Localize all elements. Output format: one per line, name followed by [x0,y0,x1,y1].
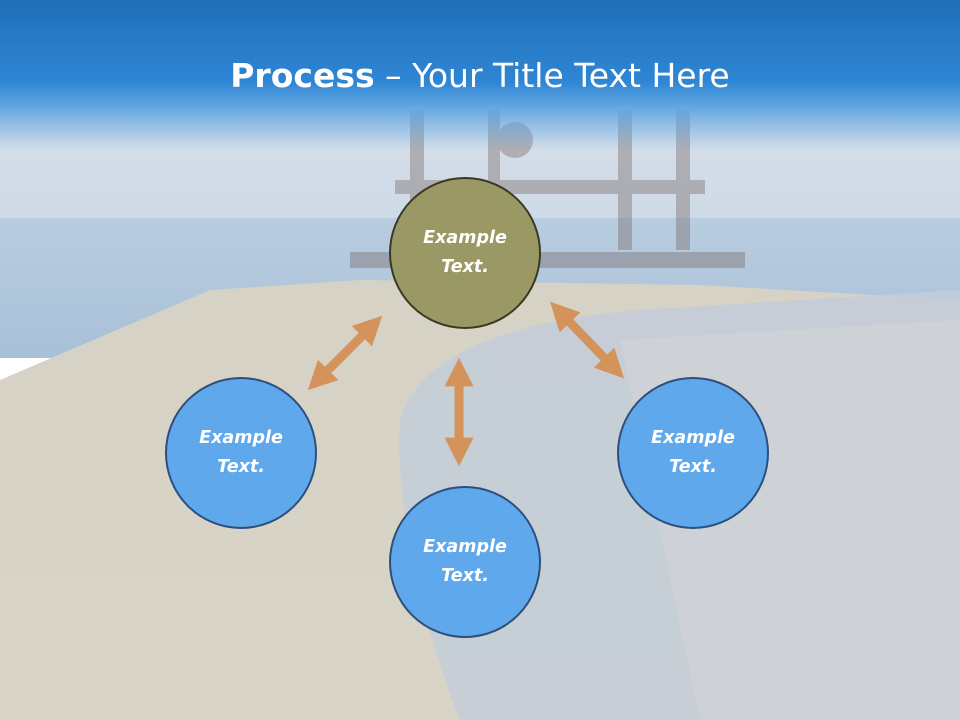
node-bottom: Example Text. [389,486,541,638]
slide-title: Process – Your Title Text Here [0,48,960,104]
node-left: Example Text. [165,377,317,529]
node-right-label: Example Text. [651,428,735,477]
arrow-top-left [307,315,383,391]
node-left-label: Example Text. [199,428,283,477]
node-right: Example Text. [617,377,769,529]
node-bottom-label: Example Text. [423,537,507,586]
title-rest: Your Title Text Here [412,56,730,95]
title-bold: Process [230,56,375,95]
title-bar [0,0,960,150]
node-top: Example Text. [389,177,541,329]
node-top-label: Example Text. [423,228,507,277]
arrow-top-right [550,301,624,379]
title-dash: – [374,56,413,95]
